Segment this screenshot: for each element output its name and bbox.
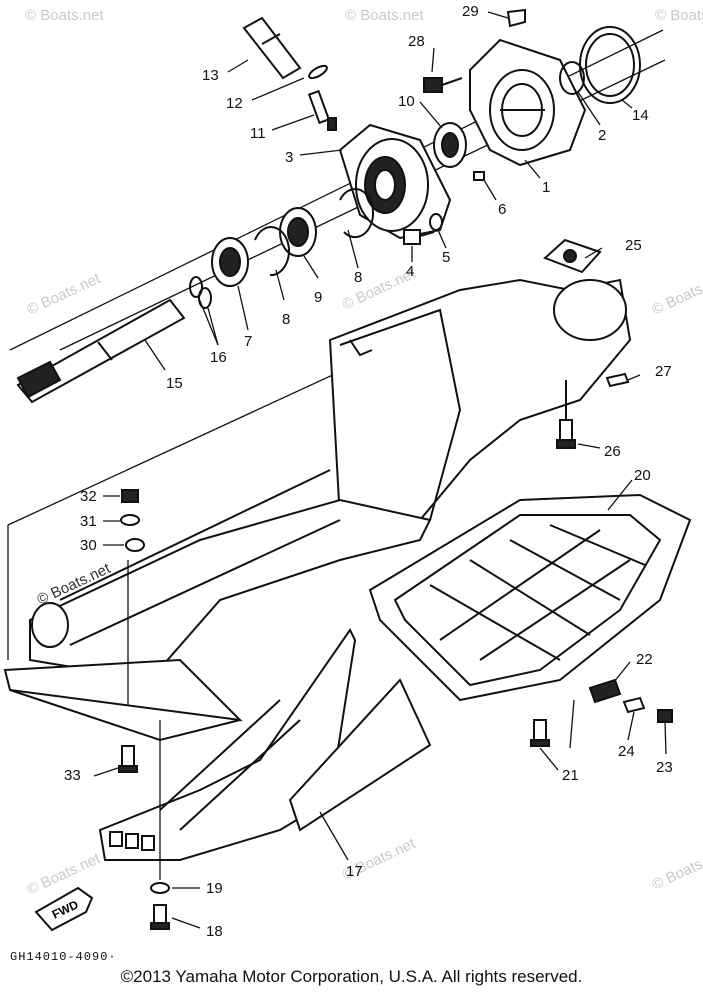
part-8-circlip	[254, 226, 290, 277]
watermark: © Boats.net	[650, 270, 703, 319]
fwd-arrow: FWD	[34, 886, 94, 932]
part-11-stud	[307, 89, 337, 131]
base-plate	[3, 658, 243, 742]
part-12-clip	[308, 64, 328, 80]
part-8-circlip	[339, 188, 375, 239]
part-19-washer	[150, 882, 170, 894]
callout-18: 18	[206, 923, 223, 940]
callout-20: 20	[634, 467, 651, 484]
callout-32: 32	[80, 488, 97, 505]
part-7-bearing	[211, 237, 249, 287]
watermark: © Boats.net	[25, 270, 104, 319]
part-6-pin	[473, 171, 485, 181]
part-5-washer	[429, 213, 443, 231]
part-23-bolt	[657, 709, 673, 723]
callout-28: 28	[408, 33, 425, 50]
watermark: © Boats.net	[25, 7, 104, 24]
part-13-sleeve	[242, 16, 302, 80]
leader-lines	[93, 11, 667, 929]
callout-23: 23	[656, 759, 673, 776]
callout-11: 11	[250, 125, 266, 142]
part-10-bearing	[433, 122, 467, 168]
callout-33: 33	[64, 767, 81, 784]
part-22-block	[588, 678, 622, 704]
callout-29: 29	[462, 3, 479, 20]
callout-labels: 13 12 11 3 10 28 29 2 14 1 6 5 4 8 9 8 7…	[64, 3, 673, 940]
part-15-drive-shaft	[16, 298, 186, 404]
part-21-bolt	[530, 719, 550, 747]
intake-duct	[29, 469, 432, 682]
callout-26: 26	[604, 443, 621, 460]
part-14-seal	[579, 26, 641, 104]
callout-2: 2	[598, 127, 606, 144]
callout-17: 17	[346, 863, 363, 880]
part-28-bolt	[423, 77, 463, 93]
callout-7: 7	[244, 333, 252, 350]
callout-31: 31	[80, 513, 97, 530]
part-31-washer	[120, 514, 140, 526]
copyright-notice: ©2013 Yamaha Motor Corporation, U.S.A. A…	[120, 967, 583, 986]
callout-9: 9	[314, 289, 322, 306]
callout-13: 13	[202, 67, 219, 84]
part-18-bolt	[150, 904, 170, 930]
watermark: © Boats.net	[655, 7, 703, 24]
callout-25: 25	[625, 237, 642, 254]
callout-21: 21	[562, 767, 579, 784]
callout-8-upper: 8	[354, 269, 362, 286]
part-26-bolt	[556, 380, 576, 449]
part-9-bearing	[279, 207, 317, 257]
part-17-ride-plate	[98, 628, 432, 861]
part-33-bolt	[118, 745, 138, 773]
part-30-washer	[125, 538, 145, 552]
callout-10: 10	[398, 93, 415, 110]
pump-housing	[328, 278, 632, 521]
watermark: © Boats.net	[345, 7, 424, 24]
part-32-nut	[121, 489, 139, 503]
part-24-plate	[622, 696, 646, 714]
watermark: © Boats.net	[650, 845, 703, 894]
callout-8-lower: 8	[282, 311, 290, 328]
callout-14: 14	[632, 107, 649, 124]
part-27-clip	[605, 372, 630, 388]
callout-30: 30	[80, 537, 97, 554]
callout-15: 15	[166, 375, 183, 392]
part-3-bearing-housing	[338, 123, 452, 240]
callout-12: 12	[226, 95, 243, 112]
part-20-intake-grate	[368, 493, 692, 702]
callout-27: 27	[655, 363, 672, 380]
callout-1: 1	[542, 179, 550, 196]
callout-3: 3	[285, 149, 293, 166]
callout-6: 6	[498, 201, 506, 218]
part-2-o-ring	[559, 61, 585, 95]
part-1-housing	[469, 38, 587, 167]
callout-22: 22	[636, 651, 653, 668]
part-29-bracket	[506, 8, 526, 28]
callout-16: 16	[210, 349, 227, 366]
callout-19: 19	[206, 880, 223, 897]
callout-5: 5	[442, 249, 450, 266]
callout-4: 4	[406, 263, 414, 280]
callout-24: 24	[618, 743, 635, 760]
watermark: © Boats.net	[25, 850, 104, 899]
part-4-bolt	[403, 229, 435, 245]
drawing-code: GH14010-4090·	[10, 950, 117, 964]
part-25-plate	[543, 238, 602, 274]
